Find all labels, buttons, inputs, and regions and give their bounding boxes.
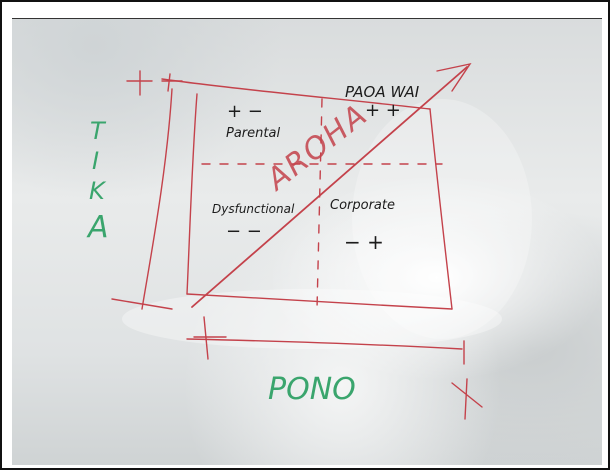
diagonal-line: [191, 66, 468, 308]
vertical-axis-letter-a: A: [86, 210, 109, 245]
red-grid: [111, 62, 483, 420]
horizontal-axis-label: PONO: [268, 372, 356, 407]
whiteboard-drawing: AROHA + − Parental PAOA WAI + + Dysfunct…: [86, 62, 532, 420]
bottom-right-label: Corporate: [330, 198, 395, 213]
bottom-left-signs: − −: [226, 221, 262, 242]
diagonal-arrow-head: [436, 62, 472, 92]
top-border-line: [161, 78, 431, 110]
vertical-axis-letter-k: K: [89, 177, 107, 205]
bottom-right-signs: − +: [344, 230, 384, 254]
bottom-border-line: [186, 293, 453, 310]
vertical-axis-label: T I K A: [86, 117, 109, 245]
inner-left-line: [186, 93, 198, 295]
bottom-left-plus: [193, 316, 227, 360]
bottom-axis-line: [186, 338, 463, 350]
top-left-signs: + −: [227, 101, 263, 122]
top-left-plus-2: [161, 73, 183, 92]
right-border-line: [429, 108, 453, 310]
vertical-axis-letter-i: I: [92, 147, 99, 175]
top-left-plus: [126, 70, 153, 96]
bottom-right-plus: [451, 378, 483, 420]
vertical-axis-letter-t: T: [90, 117, 107, 145]
whiteboard-photo: AROHA + − Parental PAOA WAI + + Dysfunct…: [12, 18, 602, 465]
left-vertical-line: [141, 88, 173, 310]
top-right-signs: + +: [365, 100, 401, 121]
left-bottom-tick: [111, 298, 173, 310]
top-right-label: PAOA WAI: [345, 83, 420, 101]
light-reflection: [122, 289, 502, 349]
top-left-label: Parental: [226, 126, 280, 141]
bottom-left-label: Dysfunctional: [212, 202, 295, 216]
quadrant-labels: + − Parental PAOA WAI + + Dysfunctional …: [212, 83, 420, 254]
